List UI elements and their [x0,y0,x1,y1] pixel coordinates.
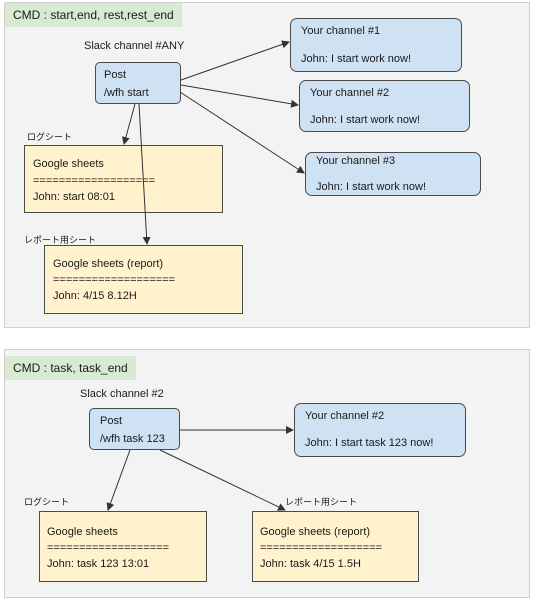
channel-message: John: I start work now! [301,53,412,65]
post-command: /wfh task 123 [100,433,165,445]
report-sheet-box: Google sheets (report) =================… [44,245,243,314]
channel-message: John: I start work now! [310,114,421,126]
cmd-label: CMD : task, task_end [5,356,136,380]
channel-box-1: Your channel #1 John: I start work now! [290,18,462,72]
channel-title: Your channel #2 [310,87,390,99]
arrow-post-to-channel-3 [179,91,305,174]
sheet-title: Google sheets (report) [260,526,371,538]
slack-channel-label: Slack channel #ANY [84,40,185,52]
post-box: Post /wfh task 123 [89,408,180,450]
sheet-row: John: task 4/15 1.5H [260,558,361,570]
report-sheet-label: レポート用シート [24,235,97,245]
log-sheet-box: Google sheets =================== John: … [24,145,223,213]
arrow-post2-to-log-sheet [106,449,131,511]
report-sheet-label: レポート用シート [285,497,358,507]
channel-title: Your channel #3 [316,155,396,167]
channel-box-2: Your channel #2 John: I start work now! [299,80,470,132]
arrow-post2-to-report-sheet [159,449,286,511]
sheet-divider: =================== [260,542,383,554]
log-sheet-label: ログシート [27,132,73,142]
log-sheet-label: ログシート [24,497,70,507]
sheet-divider: =================== [33,175,156,187]
channel-message: John: I start work now! [316,181,427,193]
sheet-row: John: 4/15 8.12H [53,290,137,302]
report-sheet-box: Google sheets (report) =================… [252,511,419,582]
sheet-divider: =================== [47,542,170,554]
arrow-post-to-channel-1 [180,40,290,81]
post-command: /wfh start [104,87,149,99]
sheet-divider: =================== [53,274,176,286]
sheet-title: Google sheets [47,526,118,538]
slack-channel-label: Slack channel #2 [80,388,164,400]
post-title: Post [100,415,123,427]
post-box: Post /wfh start [95,62,181,104]
sheet-row: John: start 08:01 [33,191,115,203]
channel-message: John: I start task 123 now! [305,437,434,449]
log-sheet-box: Google sheets =================== John: … [39,511,207,582]
sheet-row: John: task 123 13:01 [47,558,150,570]
arrow-post-to-report-sheet [138,103,151,245]
cmd-label: CMD : start,end, rest,rest_end [5,3,182,27]
arrow-post-to-log-sheet [121,103,136,145]
sheet-title: Google sheets (report) [53,258,164,270]
channel-box-3: Your channel #3 John: I start work now! [305,152,481,196]
sheet-title: Google sheets [33,158,104,170]
channel-box: Your channel #2 John: I start task 123 n… [294,403,466,457]
arrow-post-to-channel-2 [180,84,299,108]
post-title: Post [104,69,127,81]
channel-title: Your channel #2 [305,410,385,422]
channel-title: Your channel #1 [301,25,381,37]
